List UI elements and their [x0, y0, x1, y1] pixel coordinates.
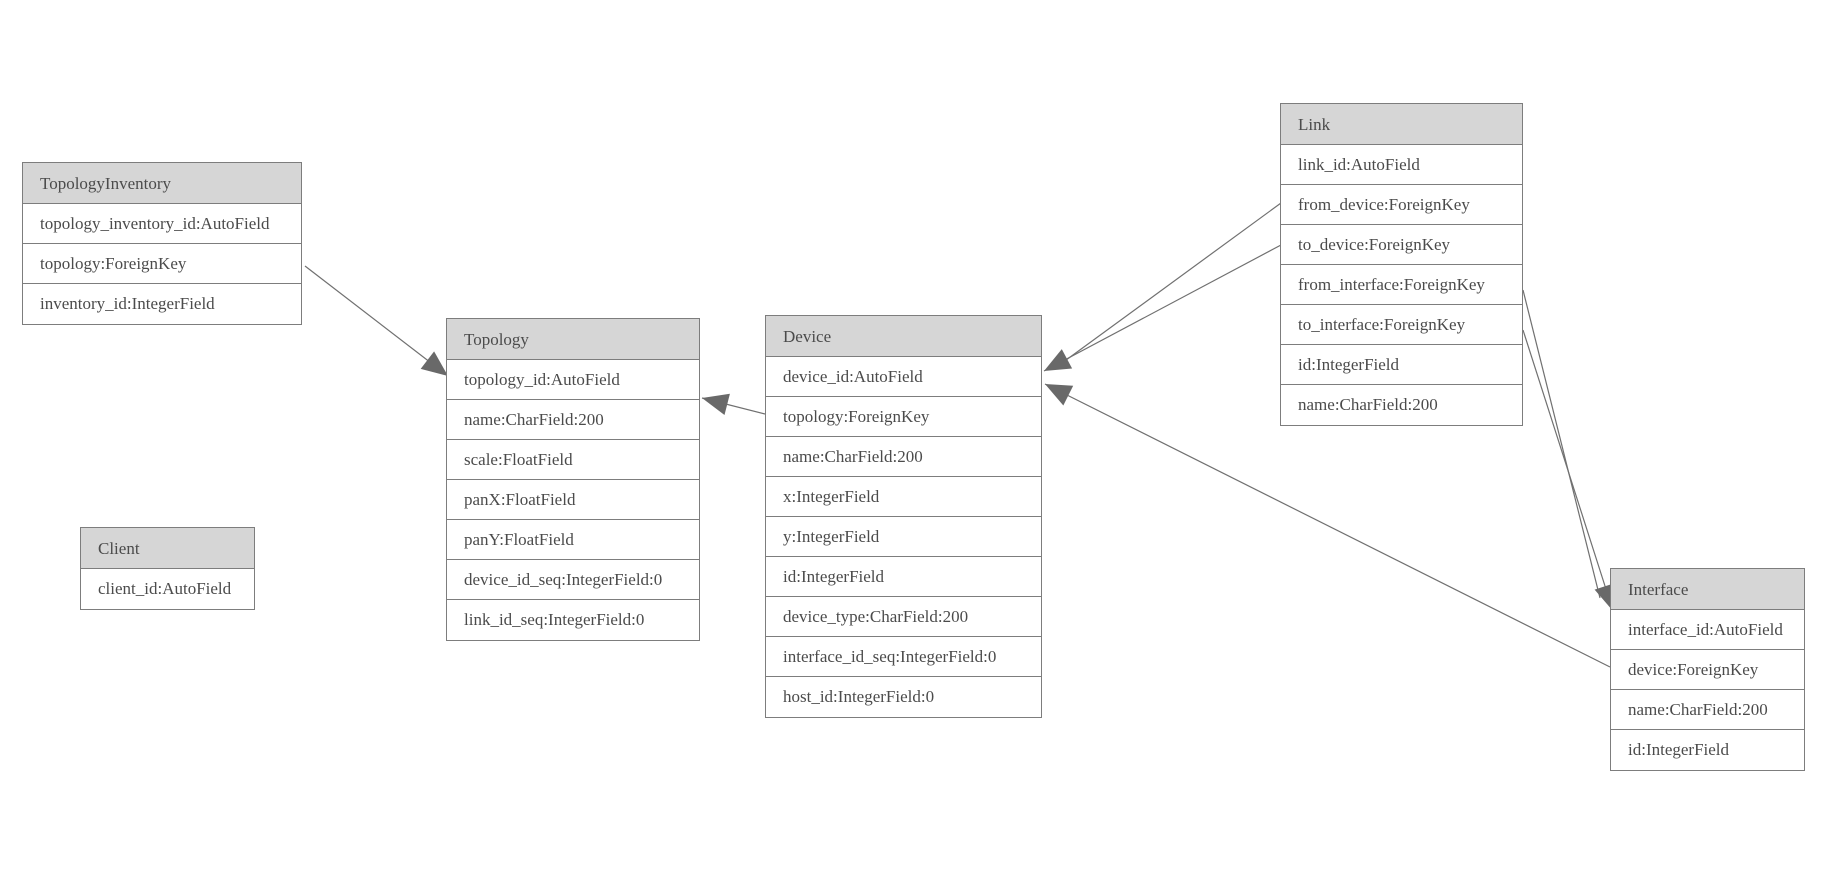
- interface-device-fk-arrowhead-icon: [1045, 384, 1074, 406]
- table-field-row: device_id:AutoField: [766, 357, 1041, 397]
- table-field-row: device_id_seq:IntegerField:0: [447, 560, 699, 600]
- table-field-row: device_type:CharField:200: [766, 597, 1041, 637]
- table-field-row: link_id:AutoField: [1281, 145, 1522, 185]
- topologyinventory-topology-fk-line: [304, 265, 449, 377]
- table-title: Topology: [447, 319, 699, 360]
- table-title: TopologyInventory: [23, 163, 301, 204]
- table-field-row: id:IntegerField: [1611, 730, 1804, 770]
- table-field-row: x:IntegerField: [766, 477, 1041, 517]
- table-field-row: panX:FloatField: [447, 480, 699, 520]
- table-title: Device: [766, 316, 1041, 357]
- table-field-row: panY:FloatField: [447, 520, 699, 560]
- table-field-row: y:IntegerField: [766, 517, 1041, 557]
- table-field-row: name:CharField:200: [1611, 690, 1804, 730]
- table-field-row: name:CharField:200: [1281, 385, 1522, 425]
- link-from-interface-fk-line: [1522, 289, 1601, 599]
- table-field-row: to_interface:ForeignKey: [1281, 305, 1522, 345]
- table-title: Client: [81, 528, 254, 569]
- table-field-row: link_id_seq:IntegerField:0: [447, 600, 699, 640]
- table-field-row: id:IntegerField: [766, 557, 1041, 597]
- device-topology-fk-arrowhead-icon: [702, 393, 730, 416]
- table-field-row: id:IntegerField: [1281, 345, 1522, 385]
- link-to-interface-fk-line: [1522, 329, 1614, 612]
- table-field-row: interface_id_seq:IntegerField:0: [766, 637, 1041, 677]
- table-title: Link: [1281, 104, 1522, 145]
- link-from-device-fk-line: [1061, 202, 1282, 364]
- table-field-row: topology_id:AutoField: [447, 360, 699, 400]
- table-field-row: device:ForeignKey: [1611, 650, 1804, 690]
- table-field-row: interface_id:AutoField: [1611, 610, 1804, 650]
- link-to-device-fk-arrowhead-icon: [1044, 349, 1073, 371]
- table-field-row: scale:FloatField: [447, 440, 699, 480]
- table-title: Interface: [1611, 569, 1804, 610]
- table-field-row: name:CharField:200: [766, 437, 1041, 477]
- topologyinventory-topology-fk-arrowhead-icon: [420, 351, 448, 376]
- table-field-row: from_device:ForeignKey: [1281, 185, 1522, 225]
- interface-device-fk-line: [1044, 383, 1611, 668]
- table-field-row: name:CharField:200: [447, 400, 699, 440]
- table-field-row: inventory_id:IntegerField: [23, 284, 301, 324]
- table-field-row: topology:ForeignKey: [23, 244, 301, 284]
- table-field-row: topology:ForeignKey: [766, 397, 1041, 437]
- table-field-row: topology_inventory_id:AutoField: [23, 204, 301, 244]
- table-field-row: client_id:AutoField: [81, 569, 254, 609]
- device-topology-fk-line: [701, 397, 766, 415]
- table-field-row: to_device:ForeignKey: [1281, 225, 1522, 265]
- table-field-row: from_interface:ForeignKey: [1281, 265, 1522, 305]
- table-field-row: host_id:IntegerField:0: [766, 677, 1041, 717]
- link-to-device-fk-line: [1043, 244, 1282, 372]
